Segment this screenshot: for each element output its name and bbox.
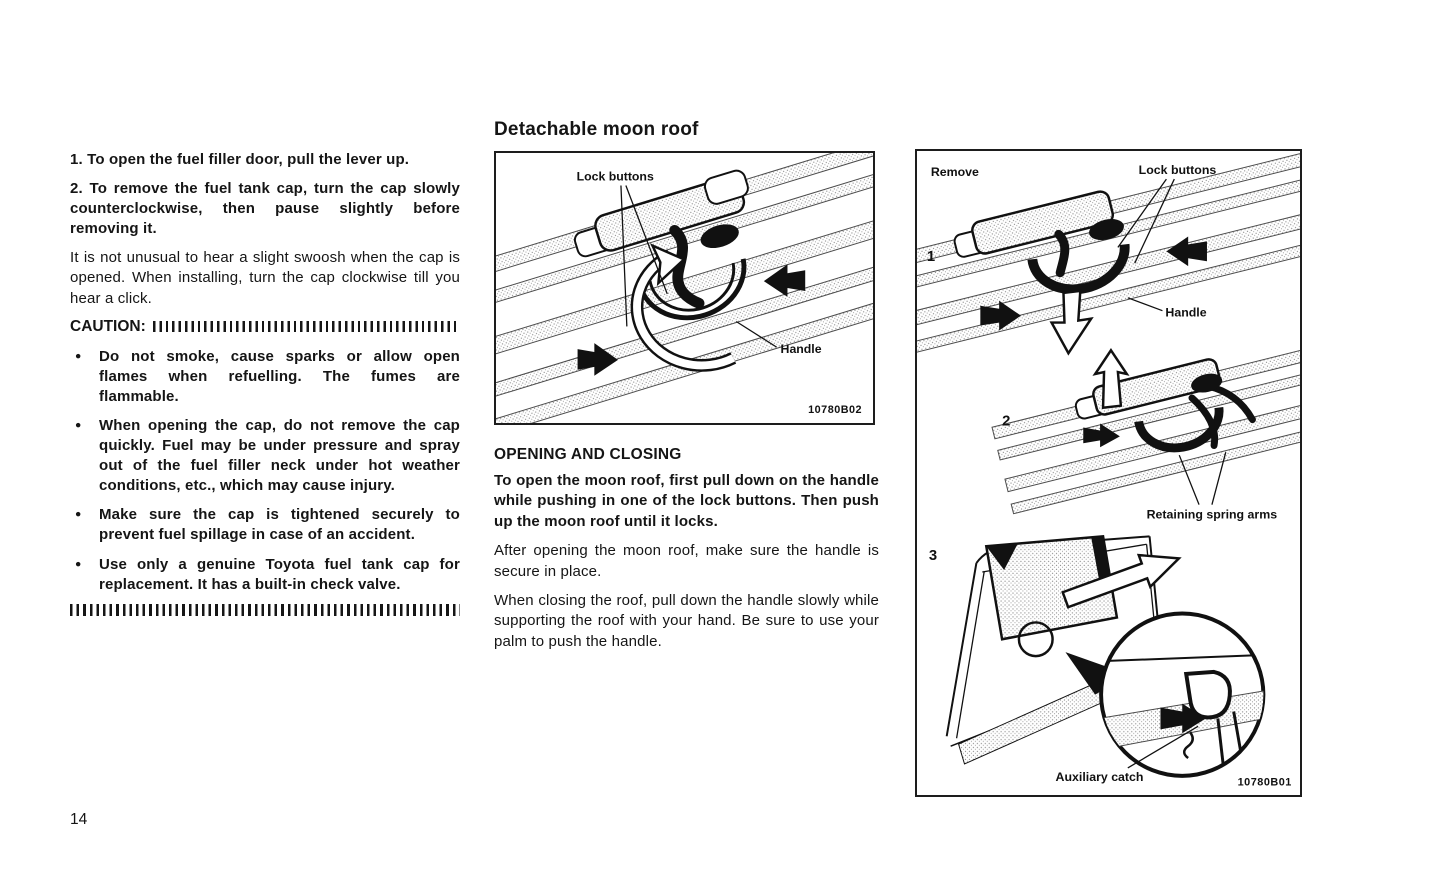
- auxiliary-catch-label: Auxiliary catch: [1056, 770, 1144, 784]
- step-1-number: 1: [927, 249, 935, 265]
- fuel-door-step: 1. To open the fuel filler door, pull th…: [70, 151, 410, 168]
- push-arrow-icon: [1160, 703, 1206, 734]
- moonroof-removal-figure: Remove Lock buttons 1 Handle: [915, 149, 1302, 797]
- pull-down-arrow-icon: [1049, 289, 1094, 356]
- push-arrow-right-small-icon: [1083, 423, 1120, 448]
- caution-ticker-rule: [152, 321, 460, 333]
- opening-closing-text: To open the moon roof, first pull down o…: [494, 471, 879, 661]
- moonroof-glass: [984, 535, 1119, 641]
- push-arrow-left-icon: [763, 264, 806, 297]
- catch-location-circle: [1017, 621, 1054, 658]
- latch-mechanism-step2: [1074, 358, 1256, 453]
- section-ticker-rule: [70, 603, 460, 616]
- caution-bullet: Use only a genuine Toyota fuel tank cap …: [70, 555, 460, 595]
- push-up-arrow-icon: [1092, 348, 1130, 410]
- caution-heading-row: CAUTION:: [70, 318, 460, 336]
- fuel-cap-step: 2. To remove the fuel tank cap, turn the…: [70, 180, 460, 238]
- caution-bullet: Do not smoke, cause sparks or allow open…: [70, 347, 460, 407]
- caution-bullet: Make sure the cap is tightened securely …: [70, 505, 460, 545]
- latch-mechanism-step1: [953, 190, 1130, 295]
- push-arrow-right-icon: [577, 343, 618, 376]
- handle-label: Handle: [1165, 306, 1206, 320]
- roof-rails: [917, 151, 1300, 361]
- push-arrow-left-icon: [1166, 236, 1207, 267]
- figure-code: 10780B01: [1238, 777, 1292, 789]
- moonroof-heading: Detachable moon roof: [494, 119, 699, 140]
- auxiliary-catch-hook: [1183, 669, 1232, 720]
- step-3-number: 3: [929, 548, 937, 564]
- lock-buttons-label: Lock buttons: [1139, 163, 1217, 177]
- moonroof-close-para: When closing the roof, pull down the han…: [494, 591, 879, 650]
- fuel-instructions-column: 1. To open the fuel filler door, pull th…: [70, 150, 460, 616]
- retaining-spring-arms-label: Retaining spring arms: [1147, 508, 1278, 522]
- latch-mechanism: [573, 169, 749, 321]
- remove-direction-arrow-icon: [1061, 553, 1182, 609]
- step-2-number: 2: [1002, 413, 1010, 429]
- caution-bullet: When opening the cap, do not remove the …: [70, 416, 460, 496]
- opening-closing-heading: OPENING AND CLOSING: [494, 446, 682, 463]
- figure-code: 10780B02: [808, 404, 862, 416]
- moonroof-latch-figure: Lock buttons Handle 10780B02: [494, 151, 875, 425]
- magnifier-detail-circle: [1099, 611, 1266, 778]
- moonroof-after-para: After opening the moon roof, make sure t…: [494, 542, 879, 580]
- lock-buttons-label: Lock buttons: [577, 170, 654, 184]
- rotate-arrow-icon: [630, 243, 737, 372]
- moonroof-latch-art: Lock buttons Handle 10780B02: [496, 153, 873, 423]
- fuel-cap-note: It is not unusual to hear a slight swoos…: [70, 249, 460, 307]
- handle-label: Handle: [781, 342, 822, 356]
- moonroof-removal-art: Remove Lock buttons 1 Handle: [917, 151, 1300, 789]
- remove-label: Remove: [931, 165, 979, 179]
- push-arrow-right-icon: [980, 300, 1021, 331]
- moonroof-open-para: To open the moon roof, first pull down o…: [494, 472, 879, 530]
- caution-label: CAUTION:: [70, 317, 146, 335]
- page-number: 14: [70, 811, 88, 828]
